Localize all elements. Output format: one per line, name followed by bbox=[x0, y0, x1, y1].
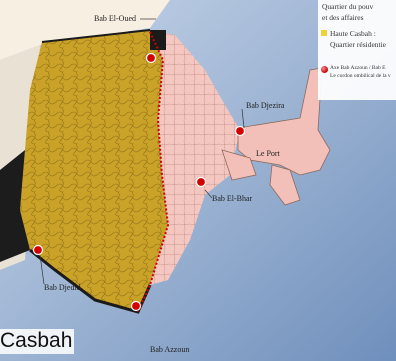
gate-marker-bab-el-oued bbox=[145, 52, 157, 64]
port-quay bbox=[221, 149, 257, 181]
legend-item1-line1: Quartier du pouv bbox=[322, 2, 374, 11]
label-bab-djezira: Bab Djezira bbox=[246, 101, 285, 110]
caption: Casbah bbox=[0, 329, 75, 355]
legend: Quartier du pouv et des affaires Haute C… bbox=[318, 0, 396, 100]
port-pier bbox=[269, 164, 301, 206]
fort-shadow bbox=[0, 150, 30, 262]
southern-wall bbox=[29, 248, 152, 314]
legend-item2-line1: Haute Casbah : bbox=[330, 29, 376, 38]
label-le-port: Le Port bbox=[256, 149, 280, 158]
legend-item2-line2: Quartier résidentie bbox=[330, 40, 387, 49]
legend-gate-dot bbox=[321, 66, 328, 73]
legend-item3-line1: Axe Bab Azzoun / Bab E bbox=[330, 65, 386, 71]
gate-marker-bab-djedid bbox=[32, 244, 44, 256]
legend-item1-line2: et des affaires bbox=[322, 13, 364, 22]
label-bab-djedid: Bab Djedid bbox=[44, 283, 81, 292]
upper-casbah-streets bbox=[20, 30, 168, 312]
land-background bbox=[0, 0, 170, 60]
bastion bbox=[150, 30, 166, 50]
leader-bab-djezira bbox=[241, 108, 245, 129]
leader-bab-el-bhar bbox=[204, 189, 213, 199]
label-bab-el-bhar: Bab El-Bhar bbox=[212, 194, 253, 203]
gate-marker-bab-el-bhar bbox=[195, 176, 207, 188]
northern-wall bbox=[41, 29, 151, 43]
legend-swatch-upper-casbah bbox=[321, 30, 327, 36]
gate-marker-bab-djezira bbox=[234, 125, 246, 137]
label-bab-azzoun: Bab Azzoun bbox=[150, 345, 190, 354]
legend-item3-line2: Le cordon ombilical de la v bbox=[330, 73, 391, 79]
gate-marker-bab-azzoun bbox=[130, 300, 142, 312]
leader-bab-djedid bbox=[39, 254, 45, 285]
lower-casbah-streets bbox=[150, 30, 240, 285]
label-bab-el-oued: Bab El-Oued bbox=[94, 14, 136, 23]
